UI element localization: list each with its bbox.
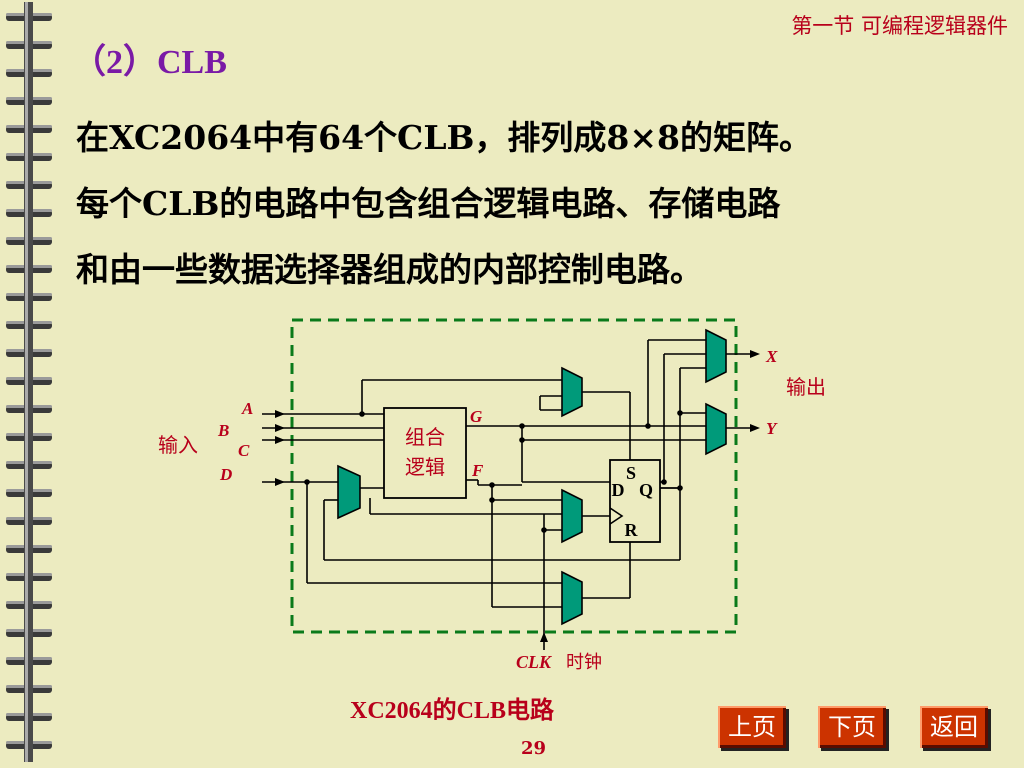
clk-label: CLK (516, 652, 553, 672)
signal-f-label: F (471, 461, 484, 480)
prev-page-button[interactable]: 上页 (718, 706, 786, 748)
spiral-binding (6, 2, 52, 762)
input-a-label: A (241, 399, 253, 418)
ff-d-label: D (612, 480, 625, 500)
body-text: 在XC2064中有64个CLB，排列成8×8的矩阵。 每个CLB的电路中包含组合… (76, 105, 976, 303)
body-line-1: 在XC2064中有64个CLB，排列成8×8的矩阵。 (76, 118, 812, 157)
section-title: （2）CLB (72, 44, 227, 81)
input-c-label: C (238, 441, 250, 460)
mux-bottom (561, 570, 583, 626)
input-b-label: B (217, 421, 229, 440)
mux-output-y (705, 402, 727, 456)
inputs-label: 输入 (158, 433, 198, 457)
clb-boundary (290, 318, 738, 634)
mux-left (337, 464, 361, 520)
mux-clk (561, 488, 583, 544)
next-page-button[interactable]: 下页 (818, 706, 886, 748)
body-line-3: 和由一些数据选择器组成的内部控制电路。 (76, 250, 703, 289)
comb-logic-label-1: 组合 (405, 425, 445, 449)
outputs-label: 输出 (786, 375, 826, 399)
clk-desc-label: 时钟 (566, 652, 602, 673)
diagram-caption: XC2064的CLB电路 (350, 698, 555, 724)
output-x-label: X (765, 347, 778, 366)
flip-flop (609, 459, 661, 543)
body-line-2: 每个CLB的电路中包含组合逻辑电路、存储电路 (76, 184, 781, 223)
ff-q-label: Q (639, 480, 653, 500)
mux-top (561, 366, 583, 418)
ff-r-label: R (625, 520, 639, 540)
input-d-label: D (219, 465, 232, 484)
comb-logic-block (383, 407, 467, 499)
chapter-title: 第一节 可编程逻辑器件 (791, 14, 1008, 38)
page-number: 29 (521, 738, 547, 759)
signal-g-label: G (470, 407, 483, 426)
output-y-label: Y (766, 419, 778, 438)
ff-s-label: S (626, 463, 636, 483)
comb-logic-label-2: 逻辑 (405, 455, 445, 479)
mux-output-x (705, 328, 727, 384)
back-button[interactable]: 返回 (920, 706, 988, 748)
clb-circuit-diagram: 组合 逻辑 S D Q R A B C D G F X Y CLK 输入 输出 … (158, 318, 826, 673)
